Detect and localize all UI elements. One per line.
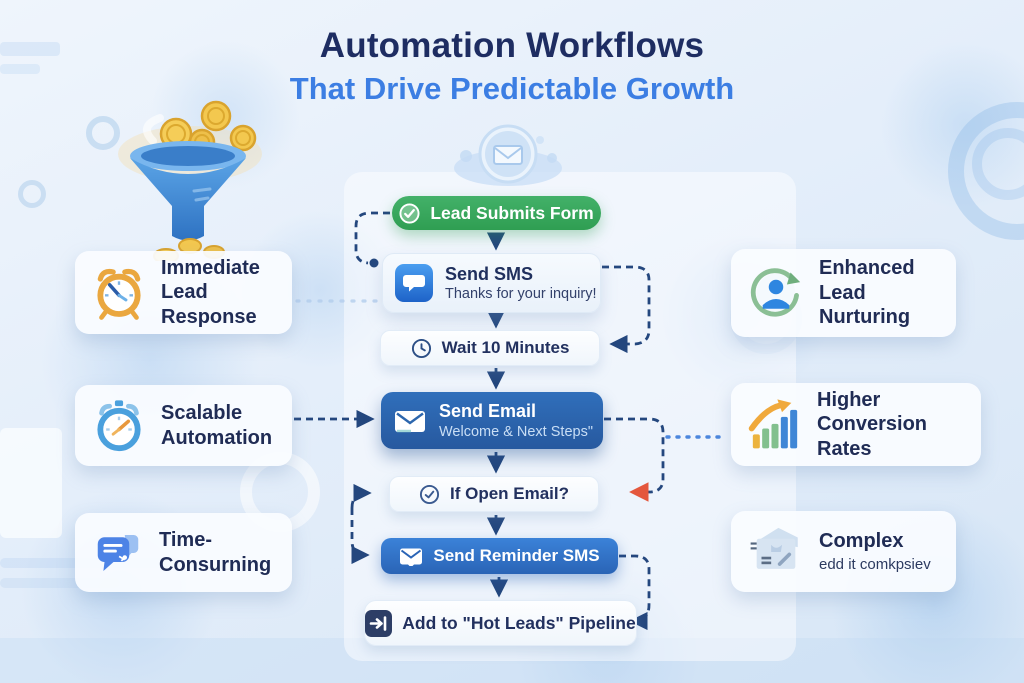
flow-node-lead-submits-form: Lead Submits Form: [392, 196, 601, 230]
check-circle-icon: [399, 202, 420, 224]
funnel-with-coins-illustration: [98, 96, 278, 261]
flow-node-wait-10-minutes: Wait 10 Minutes: [380, 330, 600, 366]
benefit-line: Lead Response: [161, 281, 257, 328]
flow-node-label: Wait 10 Minutes: [441, 338, 570, 357]
benefit-line: Higher: [817, 388, 881, 411]
background-decoration: [948, 102, 1024, 240]
background-decoration: [0, 64, 40, 74]
benefit-line: Immediate: [161, 256, 260, 279]
flow-node-title: Send SMS: [445, 263, 534, 284]
stopwatch-icon: [91, 398, 147, 454]
background-decoration: [18, 180, 46, 208]
pain-subline: edd it comkpsiev: [819, 555, 931, 573]
benefit-line: Lead Nurturing: [819, 281, 911, 329]
title-line-2: That Drive Predictable Growth: [289, 71, 735, 106]
check-ring-icon: [419, 484, 440, 505]
coin: [200, 100, 232, 132]
document-icon: [747, 523, 805, 581]
person-renewal-icon: [747, 264, 805, 322]
coin: [159, 117, 193, 151]
flow-node-subtitle: Welcome & Next Steps": [439, 423, 593, 440]
benefit-card-scalable-automation: Scalable Automation: [75, 385, 292, 466]
clock-icon: [411, 338, 432, 359]
coin: [188, 128, 216, 156]
flow-node-title: Send Email: [439, 401, 537, 422]
envelope-icon: [399, 547, 423, 566]
background-decoration: [0, 428, 62, 538]
growth-bars-icon: [747, 397, 803, 453]
background-decoration: [0, 42, 60, 56]
flow-node-send-sms: Send SMS Thanks for your inquiry!: [382, 253, 601, 313]
pain-line: Complex: [819, 530, 904, 553]
flow-node-label: Lead Submits Form: [430, 202, 594, 223]
benefit-line: Scalable: [161, 402, 243, 425]
benefit-line: Automation: [161, 426, 273, 449]
pain-card-complex: Complex edd it comkpsiev: [731, 511, 956, 592]
background-decoration: [86, 116, 120, 150]
flow-node-label: Add to "Hot Leads" Pipeline: [402, 612, 636, 633]
benefit-line: Conversion Rates: [817, 413, 928, 460]
benefit-card-enhanced-lead-nurturing: Enhanced Lead Nurturing: [731, 249, 956, 337]
envelope-icon: [393, 406, 427, 436]
benefit-card-immediate-lead-response: Immediate Lead Response: [75, 251, 292, 334]
benefit-line: Enhanced: [819, 257, 915, 280]
flow-node-if-open-email: If Open Email?: [389, 476, 599, 512]
flow-node-send-email: Send Email Welcome & Next Steps": [381, 392, 603, 449]
email-splash-icon: [452, 116, 564, 198]
pain-line: Time-: [159, 529, 212, 552]
background-decoration: [368, 368, 392, 392]
flow-node-label: Send Reminder SMS: [433, 546, 600, 565]
flow-node-send-reminder-sms: Send Reminder SMS: [381, 538, 618, 574]
title-line-1: Automation Workflows: [319, 26, 705, 65]
flow-node-subtitle: Thanks for your inquiry!: [445, 286, 597, 303]
flow-node-label: If Open Email?: [449, 484, 570, 503]
pain-card-time-consuming: Time- Consurning: [75, 513, 292, 592]
background-decoration: [972, 128, 1024, 200]
benefit-card-higher-conversion-rates: Higher Conversion Rates: [731, 383, 981, 466]
arrow-into-pipeline-icon: [365, 609, 393, 637]
background-decoration: [150, 40, 300, 190]
alarm-clock-icon: [91, 265, 147, 321]
chat-bubble-icon: [395, 264, 433, 302]
background-decoration: [880, 40, 1024, 210]
coin: [229, 124, 257, 152]
pain-line: Consurning: [159, 553, 272, 576]
flow-node-add-to-hot-leads-pipeline: Add to "Hot Leads" Pipeline: [364, 600, 637, 646]
page-title: Automation Workflows That Drive Predicta…: [0, 26, 1024, 107]
chat-bubbles-icon: [91, 526, 145, 580]
